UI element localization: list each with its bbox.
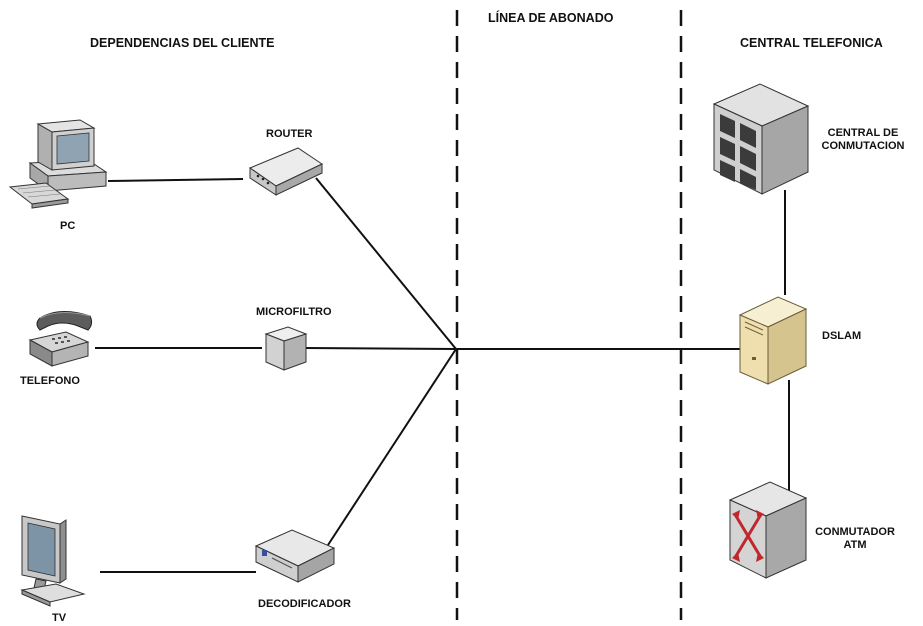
zone-header-exchange: CENTRAL TELEFONICA xyxy=(740,36,883,50)
dslam-icon xyxy=(738,296,808,385)
connections xyxy=(95,177,790,573)
device-label-tv: TV xyxy=(52,612,67,624)
device-label-switching-center: CENTRAL DE CONMUTACION xyxy=(813,127,913,153)
zone-header-client: DEPENDENCIAS DEL CLIENTE xyxy=(90,36,275,50)
decoder-icon xyxy=(254,529,336,583)
device-label-pc: PC xyxy=(60,220,76,232)
router-icon xyxy=(248,147,324,196)
device-label-phone: TELEFONO xyxy=(20,375,80,387)
atm-switch-icon xyxy=(728,481,808,579)
device-label-atm-switch-line1: CONMUTADOR xyxy=(815,526,895,538)
link-microfilter-junction xyxy=(304,347,457,350)
device-label-atm-switch: CONMUTADOR ATM xyxy=(812,526,898,552)
tv-icon xyxy=(20,515,86,607)
link-decoder-junction xyxy=(327,348,457,546)
device-label-switching-center-line1: CENTRAL DE xyxy=(827,127,899,139)
pc-icon xyxy=(8,119,108,209)
link-pc-router xyxy=(107,178,244,182)
device-label-router: ROUTER xyxy=(266,128,313,140)
device-label-microfilter: MICROFILTRO xyxy=(256,306,332,318)
device-label-switching-center-line2: CONMUTACION xyxy=(821,140,905,152)
microfilter-icon xyxy=(264,326,308,371)
device-label-decoder: DECODIFICADOR xyxy=(258,598,351,610)
telephone-icon xyxy=(28,311,93,367)
link-router-junction xyxy=(315,177,457,350)
switching-center-icon xyxy=(712,83,810,195)
zone-header-line: LÍNEA DE ABONADO xyxy=(488,11,614,25)
device-label-atm-switch-line2: ATM xyxy=(843,539,867,551)
device-label-dslam: DSLAM xyxy=(822,330,862,342)
